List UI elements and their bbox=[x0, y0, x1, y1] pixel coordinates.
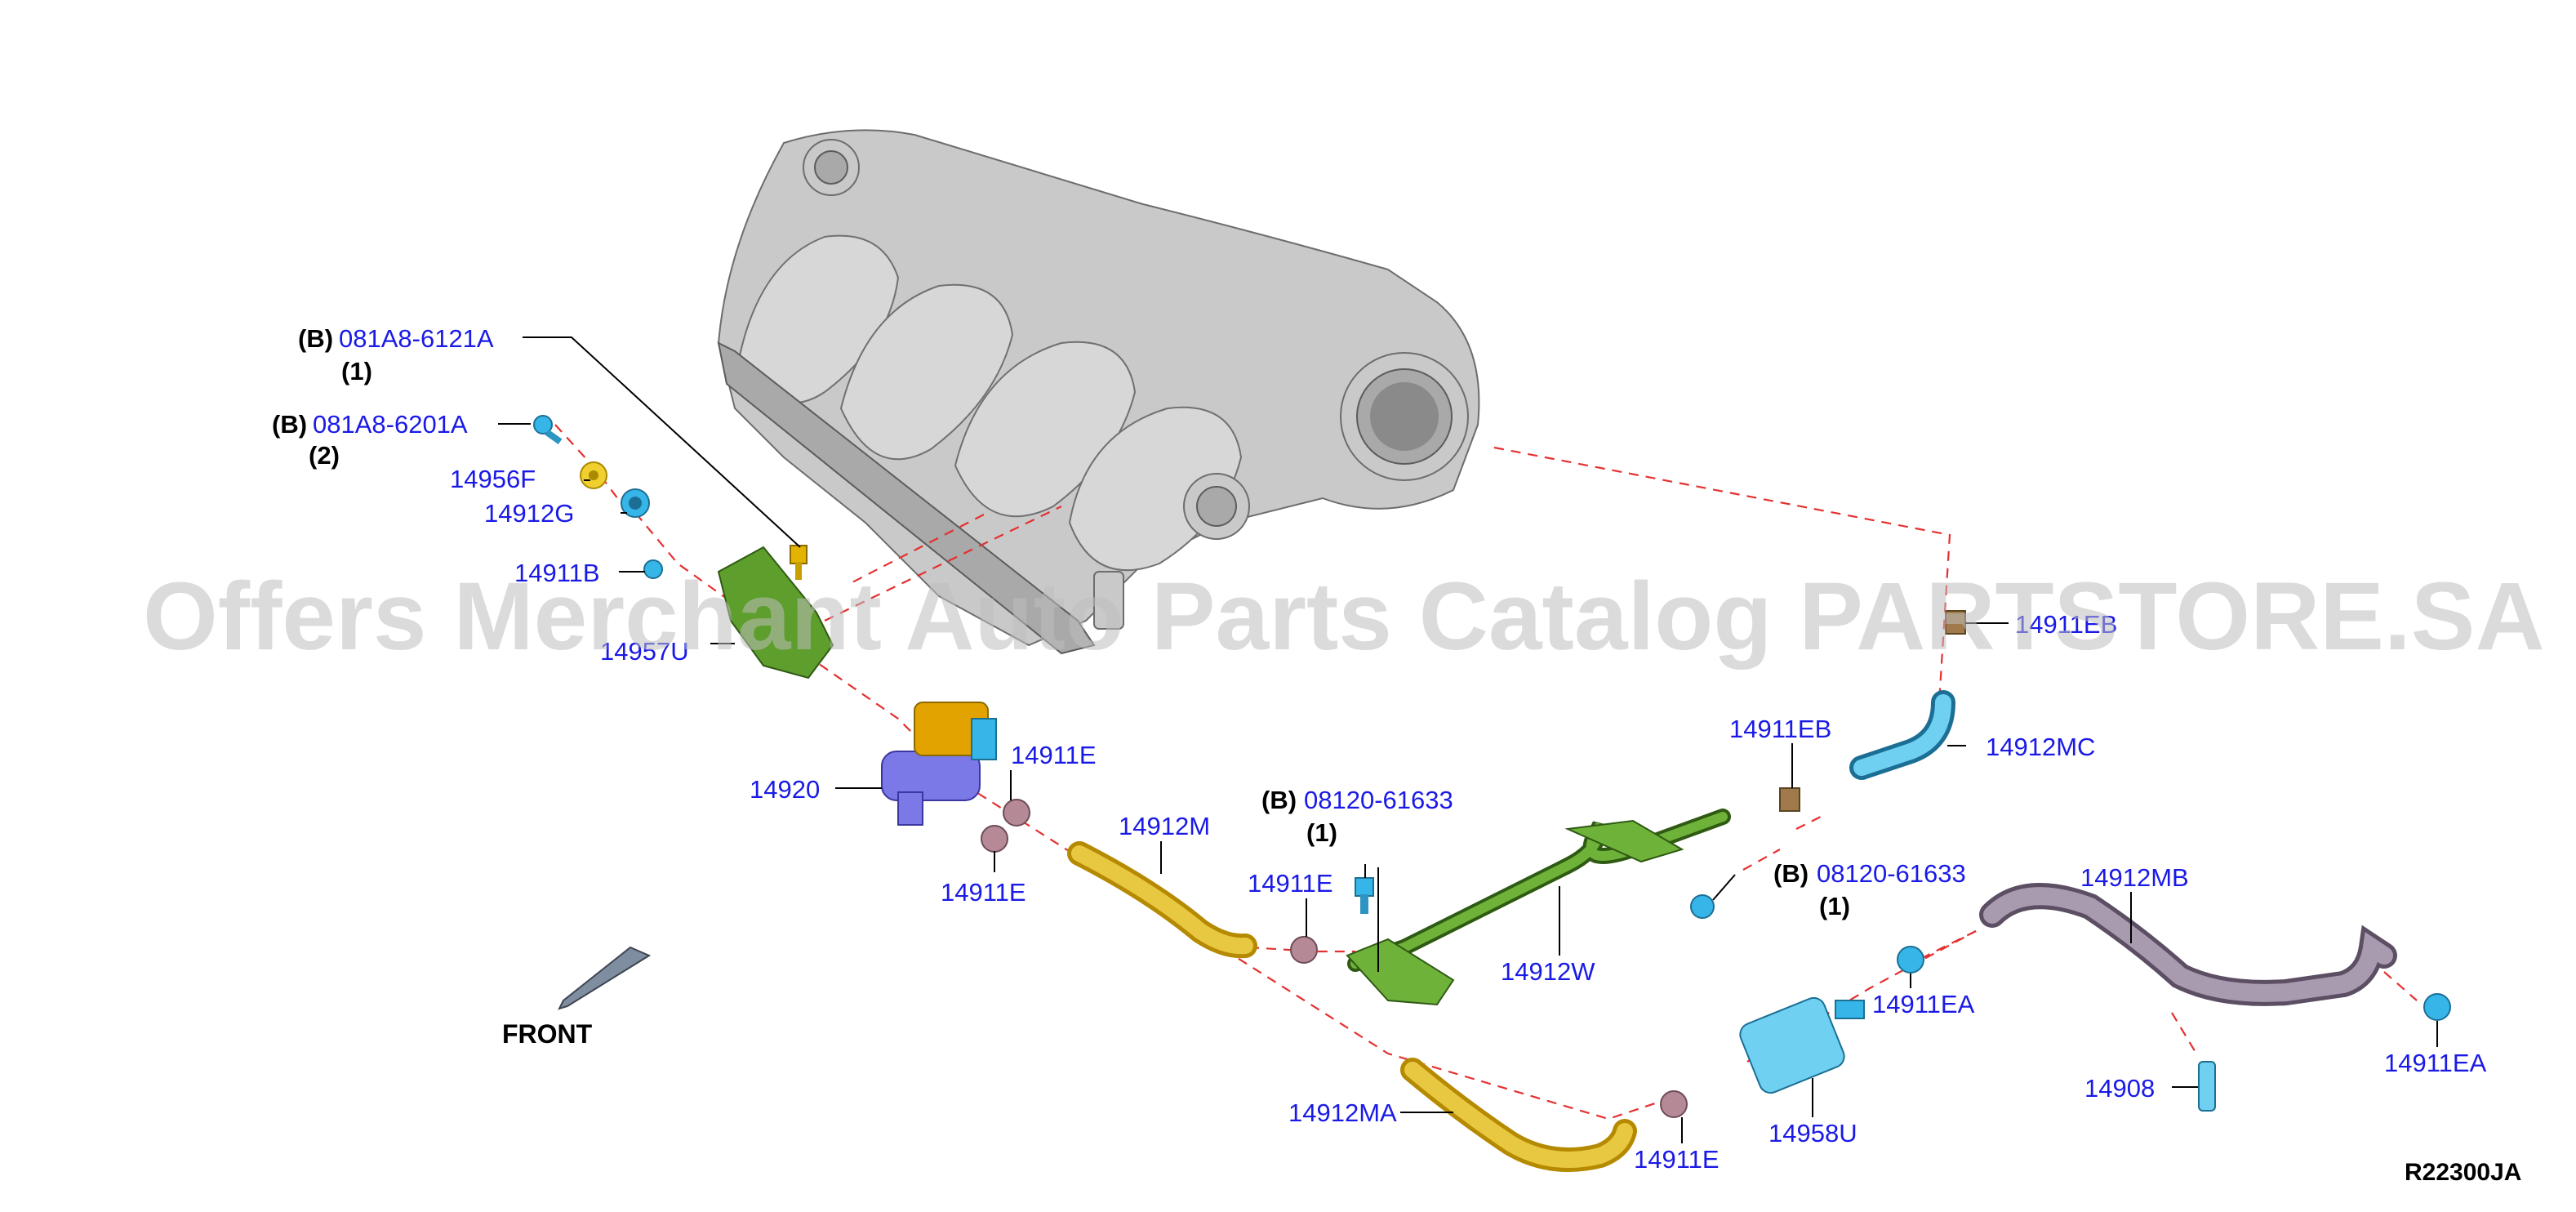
diagram-code: R22300JA bbox=[2405, 1159, 2521, 1186]
callout-3-part[interactable]: 14912G bbox=[484, 499, 574, 528]
leader-lines bbox=[498, 336, 2438, 1143]
hose-14912mc bbox=[1849, 690, 1955, 780]
clamp-14911e-bottom bbox=[1660, 1090, 1688, 1118]
intake-manifold bbox=[717, 129, 1480, 655]
callout-16-prefix: (B) bbox=[1773, 859, 1809, 888]
callout-10-qty: (1) bbox=[1306, 818, 1337, 847]
bolt-081a8-6121a bbox=[790, 545, 808, 580]
callout-21-part[interactable]: 14911EA bbox=[2384, 1049, 2487, 1077]
tube-14912w bbox=[1346, 809, 1731, 1006]
callout-20-part[interactable]: 14908 bbox=[2084, 1074, 2155, 1103]
front-label: FRONT bbox=[502, 1019, 593, 1049]
valve-14920 bbox=[881, 702, 997, 826]
clamp-14911ea-right bbox=[2423, 993, 2451, 1021]
callout-23-part[interactable]: 14911E bbox=[1634, 1145, 1720, 1174]
clip-14911b bbox=[643, 559, 663, 579]
callout-1-part[interactable]: 081A8-6201A bbox=[313, 410, 468, 439]
callout-0-prefix: (B) bbox=[298, 324, 333, 353]
clamp-14911e-mid bbox=[1290, 936, 1318, 964]
callout-6-part[interactable]: 14920 bbox=[750, 775, 820, 804]
grommet-14912g bbox=[621, 488, 650, 518]
callout-16-part[interactable]: 08120-61633 bbox=[1817, 859, 1966, 888]
bolt-081a8-6201a bbox=[533, 415, 563, 445]
callout-19-part[interactable]: 14958U bbox=[1768, 1119, 1857, 1147]
clamp-14911e-lower bbox=[981, 825, 1008, 853]
connector-14908 bbox=[2198, 1061, 2216, 1112]
bolt-08120-61633-b bbox=[1690, 894, 1715, 919]
clamp-14911ea-left bbox=[1897, 946, 1924, 974]
callout-14-part[interactable]: 14912MC bbox=[1986, 733, 2095, 761]
callout-5-part[interactable]: 14957U bbox=[600, 637, 689, 666]
hose-14912mb bbox=[1979, 883, 2397, 1006]
clamp-14911e-upper bbox=[1003, 799, 1030, 827]
washer-14956f bbox=[580, 461, 607, 489]
callout-10-prefix: (B) bbox=[1261, 786, 1297, 814]
callout-12-part[interactable]: 14912W bbox=[1501, 957, 1595, 986]
callout-13-part[interactable]: 14911EB bbox=[1729, 715, 1831, 743]
bracket-14957u bbox=[717, 546, 834, 680]
front-arrow-icon bbox=[558, 946, 652, 1010]
assembly-guide-lines bbox=[554, 424, 2418, 1121]
callout-10-part[interactable]: 08120-61633 bbox=[1304, 786, 1453, 814]
callout-1-qty: (2) bbox=[309, 441, 340, 470]
callout-16-qty: (1) bbox=[1819, 892, 1850, 920]
tube-14912ma bbox=[1400, 1058, 1637, 1172]
callout-labels: (B) 081A8-6121A (1) (B) 081A8-6201A (2) … bbox=[272, 324, 2487, 1174]
callout-0-part[interactable]: 081A8-6121A bbox=[339, 324, 494, 353]
tube-14912m bbox=[1067, 841, 1257, 959]
callout-2-part[interactable]: 14956F bbox=[450, 465, 536, 493]
callout-18-part[interactable]: 14911EA bbox=[1872, 990, 1975, 1018]
callout-11-part[interactable]: 14911E bbox=[1248, 869, 1333, 898]
callout-4-part[interactable]: 14911B bbox=[514, 559, 600, 587]
callout-22-part[interactable]: 14912MA bbox=[1288, 1098, 1397, 1127]
callout-9-part[interactable]: 14912M bbox=[1119, 812, 1210, 840]
callout-15-part[interactable]: 14911EB bbox=[2015, 610, 2117, 639]
clamp-14911eb-a bbox=[1779, 787, 1800, 812]
bolt-08120-61633-a bbox=[1355, 877, 1374, 914]
callout-0-qty: (1) bbox=[341, 357, 372, 385]
callout-8-part[interactable]: 14911E bbox=[941, 878, 1026, 907]
canister-14958u bbox=[1739, 996, 1865, 1094]
callout-1-prefix: (B) bbox=[272, 410, 307, 439]
callout-17-part[interactable]: 14912MB bbox=[2080, 863, 2189, 892]
watermark-text: Offers Merchant Auto Parts Catalog PARTS… bbox=[143, 563, 2545, 671]
callout-7-part[interactable]: 14911E bbox=[1011, 741, 1097, 769]
